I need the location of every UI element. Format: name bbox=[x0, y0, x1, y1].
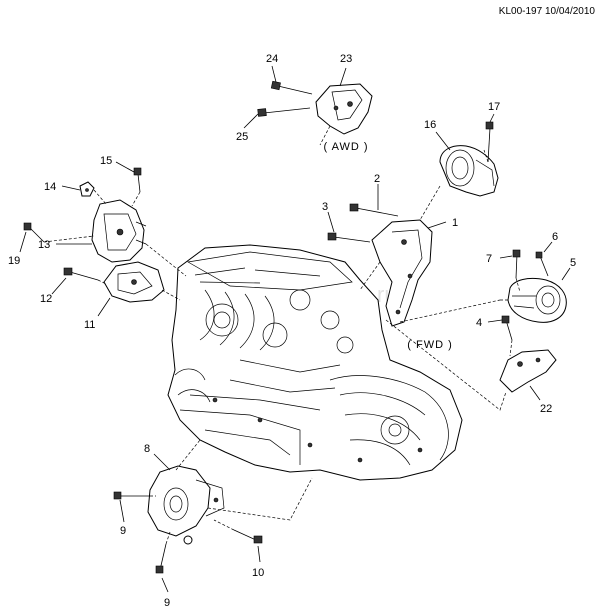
bolt-25 bbox=[257, 107, 311, 117]
bolt-9-lower bbox=[155, 543, 167, 574]
bolt-6 bbox=[535, 251, 549, 277]
bolt-15 bbox=[133, 167, 142, 193]
bolt-17 bbox=[485, 121, 494, 163]
callout-24: 24 bbox=[266, 53, 278, 65]
diagram-code: KL00-197 10/04/2010 bbox=[499, 6, 596, 17]
callout-6: 6 bbox=[552, 231, 558, 243]
callout-4: 4 bbox=[476, 317, 482, 329]
callout-2: 2 bbox=[374, 173, 380, 185]
callout-17: 17 bbox=[488, 101, 500, 113]
bracket-11 bbox=[103, 261, 165, 303]
callout-8: 8 bbox=[144, 443, 150, 455]
mount-13 bbox=[91, 199, 147, 263]
bolt-4 bbox=[501, 315, 513, 341]
callout-1: 1 bbox=[452, 217, 458, 229]
callout-3: 3 bbox=[322, 201, 328, 213]
callout-12: 12 bbox=[40, 293, 52, 305]
bolt-19 bbox=[23, 222, 45, 243]
bolt-10 bbox=[233, 529, 263, 544]
callout-10: 10 bbox=[252, 567, 264, 579]
mount-5 bbox=[507, 277, 567, 323]
callout-23: 23 bbox=[340, 53, 352, 65]
bolt-12 bbox=[63, 267, 99, 281]
callout-16: 16 bbox=[424, 119, 436, 131]
engine-transaxle-assembly bbox=[167, 244, 463, 481]
callout-9-upper: 9 bbox=[120, 525, 126, 537]
callout-19: 19 bbox=[8, 255, 20, 267]
bracket-22 bbox=[499, 349, 557, 393]
fwd-label: ( FWD ) bbox=[407, 339, 452, 351]
awd-bracket-23 bbox=[315, 83, 373, 135]
bolt-24 bbox=[270, 80, 313, 95]
bolt-3 bbox=[327, 232, 371, 243]
nut-8-lower bbox=[183, 535, 193, 545]
bolt-7 bbox=[512, 249, 521, 279]
callout-11: 11 bbox=[84, 319, 95, 331]
mount-16 bbox=[439, 145, 499, 197]
bolt-2 bbox=[349, 203, 399, 217]
awd-label: ( AWD ) bbox=[323, 141, 368, 153]
callout-5: 5 bbox=[570, 257, 576, 269]
callout-9-lower: 9 bbox=[164, 597, 170, 609]
bracket-1 bbox=[371, 219, 433, 327]
assembly-lines bbox=[43, 125, 521, 545]
callout-13: 13 bbox=[38, 239, 50, 251]
callout-7: 7 bbox=[486, 253, 492, 265]
mount-8 bbox=[147, 465, 225, 537]
callout-14: 14 bbox=[44, 181, 56, 193]
callout-25: 25 bbox=[236, 131, 248, 143]
callout-15: 15 bbox=[100, 155, 112, 167]
callout-labels: 1 2 3 4 5 6 7 8 9 9 10 11 12 13 14 15 16… bbox=[8, 53, 576, 609]
callout-22: 22 bbox=[540, 403, 552, 415]
nut-14 bbox=[79, 181, 95, 197]
bolt-9-upper bbox=[113, 491, 150, 500]
leader-lines bbox=[19, 65, 571, 593]
